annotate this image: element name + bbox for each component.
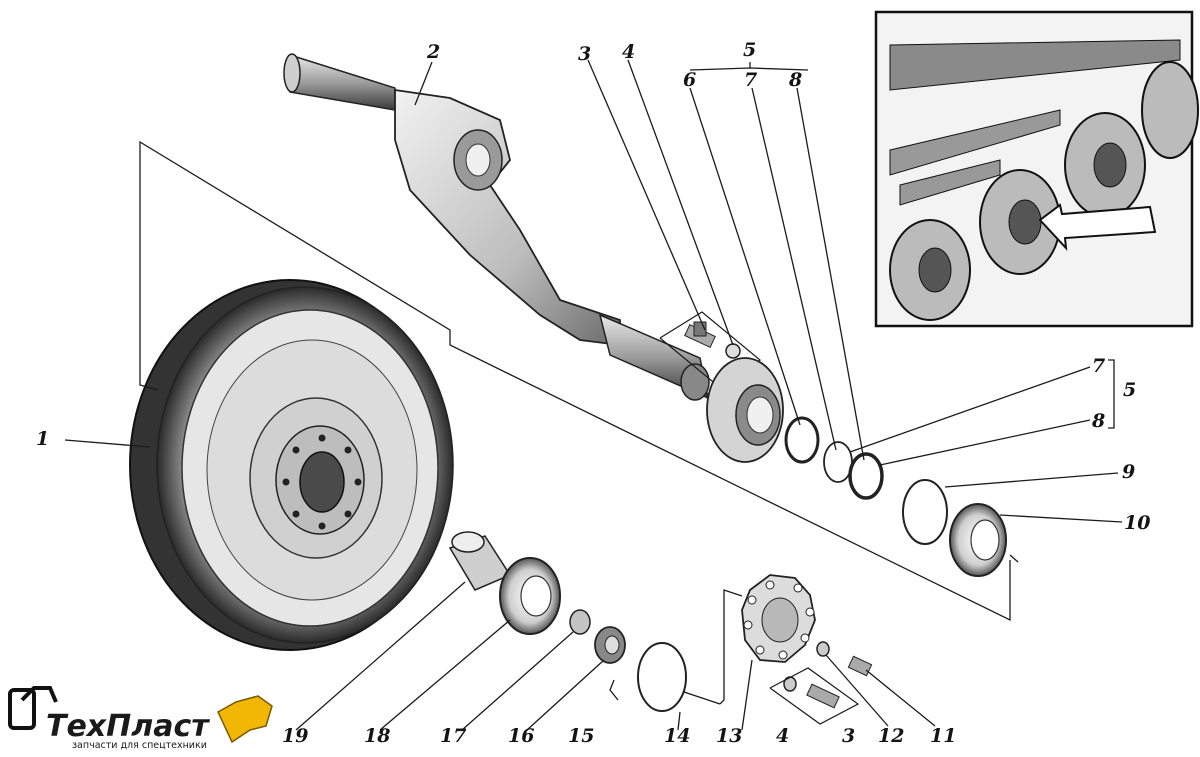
sleeve-19 [448, 531, 512, 591]
label-10: 10 [1124, 512, 1150, 534]
bolt-bottom [806, 683, 840, 709]
inset-panel [874, 10, 1199, 328]
logo-name: ТехПласт [46, 709, 210, 744]
label-7-top: 7 [744, 69, 757, 91]
washer-12 [816, 641, 830, 657]
ring-6 [784, 416, 820, 464]
balancer-arm [283, 53, 710, 401]
label-16: 16 [508, 725, 534, 747]
leader-lines [64, 59, 1123, 731]
label-18: 18 [364, 725, 390, 747]
label-19: 19 [282, 725, 308, 747]
label-9: 9 [1122, 461, 1135, 483]
label-17: 17 [440, 725, 466, 747]
label-15: 15 [568, 725, 594, 747]
inset-track-wheels [889, 39, 1199, 321]
bolt-11 [847, 655, 873, 677]
label-8-right: 8 [1091, 410, 1105, 432]
label-4-top: 4 [622, 41, 635, 63]
label-3-bottom: 3 [842, 725, 855, 747]
part-labels: 1 2 3 4 5 6 7 8 7 5 8 9 10 11 12 3 4 13 … [36, 39, 1150, 747]
nut-16 [594, 626, 626, 664]
cover-13 [741, 574, 816, 663]
label-4-bottom: 4 [776, 725, 789, 747]
label-5-right: 5 [1123, 379, 1136, 401]
washer-top [725, 343, 741, 359]
bolt-top [684, 321, 716, 349]
loader-icon [217, 695, 273, 744]
guide-lines [139, 140, 1011, 705]
label-2: 2 [426, 41, 440, 63]
label-6: 6 [683, 69, 696, 91]
label-14: 14 [664, 725, 690, 747]
ring-8 [848, 452, 884, 500]
label-13: 13 [716, 725, 742, 747]
arrow-icon [1038, 203, 1157, 251]
label-8-top: 8 [788, 69, 802, 91]
logo-tagline: запчасти для спецтехники [72, 740, 207, 751]
label-7-right: 7 [1092, 355, 1105, 377]
label-12: 12 [878, 725, 904, 747]
bearing-10 [949, 503, 1007, 577]
techplast-logo: ТехПласт запчасти для спецтехники [8, 686, 273, 751]
flange [706, 357, 784, 463]
plug-17 [569, 609, 591, 635]
o-ring-14 [637, 642, 687, 712]
o-ring-9 [902, 479, 948, 545]
ring-7 [823, 441, 853, 483]
label-5-top: 5 [743, 39, 756, 61]
bearing-18 [499, 557, 561, 635]
label-1: 1 [36, 428, 49, 450]
label-3-top: 3 [578, 43, 591, 65]
label-11: 11 [930, 725, 956, 747]
road-wheel [129, 279, 454, 651]
